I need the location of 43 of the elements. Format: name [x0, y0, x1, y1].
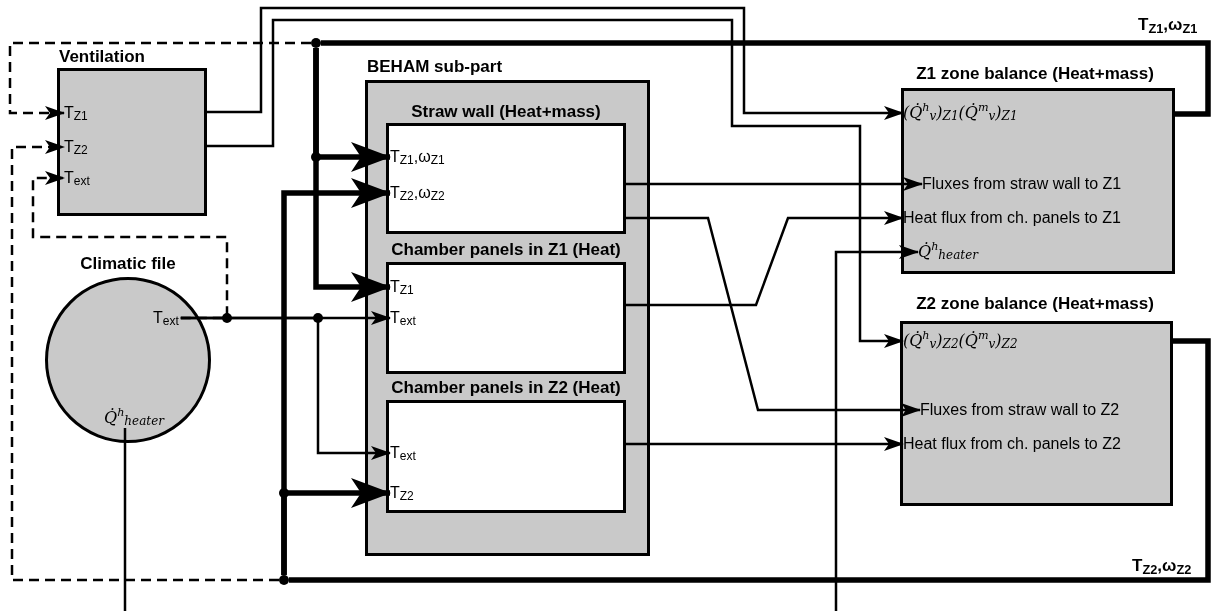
- port-label: Heat flux from ch. panels to Z2: [903, 434, 1121, 454]
- arrow: [313, 48, 391, 302]
- junction-dot: [311, 38, 321, 48]
- port-label: T$_{Z2}$: [64, 137, 88, 157]
- block-title: BEHAM sub-part: [367, 57, 503, 77]
- arrow: [281, 478, 391, 575]
- block-title: Z1 zone balance (Heat+mass): [916, 64, 1154, 84]
- port-label: T$_{ext}$: [390, 443, 416, 463]
- junction-dot: [279, 575, 289, 585]
- connector-line: [123, 428, 127, 611]
- arrow: [207, 6, 904, 120]
- block-title: Climatic file: [80, 254, 176, 274]
- edge-label: T$_{Z1}$,ω$_{Z1}$: [1136, 15, 1200, 35]
- port-label: T$_{Z1}$: [64, 103, 88, 123]
- port-label: T$_{Z1}$,ω$_{Z1}$: [390, 147, 445, 167]
- arrow: [180, 316, 391, 460]
- formula-label: (Q̇$^{h}$$_{v}$)$_{Z1}$(Q̇$^{m}$$_{v}$)$_{Z1}$: [903, 103, 1018, 123]
- block-title: Ventilation: [59, 47, 145, 67]
- block-title: Straw wall (Heat+mass): [411, 102, 601, 122]
- dashed-arrow: [8, 41, 311, 120]
- port-label: T$_{Z1}$: [390, 277, 414, 297]
- arrow: [626, 177, 923, 191]
- arrow: [626, 437, 904, 451]
- port-label: T$_{ext}$: [153, 308, 179, 328]
- port-label: Fluxes from straw wall to Z1: [922, 174, 1122, 194]
- arrow: [626, 211, 904, 307]
- block-title: Z2 zone balance (Heat+mass): [916, 294, 1154, 314]
- dashed-arrow: [10, 140, 279, 582]
- arrow: [626, 216, 921, 417]
- block-title: Chamber panels in Z1 (Heat): [391, 240, 621, 260]
- port-label: T$_{Z2}$,ω$_{Z2}$: [390, 183, 445, 203]
- edge-label: T$_{Z2}$,ω$_{Z2}$: [1130, 556, 1194, 576]
- arrow: [207, 18, 904, 348]
- port-label: T$_{ext}$: [390, 308, 416, 328]
- port-label: Fluxes from straw wall to Z2: [920, 400, 1120, 420]
- connector-line: [321, 40, 1211, 117]
- connector-line: [289, 338, 1211, 583]
- port-label: T$_{Z2}$: [390, 483, 414, 503]
- port-label: Heat flux from ch. panels to Z1: [903, 208, 1121, 228]
- arrow: [834, 245, 919, 611]
- formula-label: (Q̇$^{h}$$_{v}$)$_{Z2}$(Q̇$^{m}$$_{v}$)$_{Z2}$: [903, 331, 1018, 351]
- block-title: Chamber panels in Z2 (Heat): [391, 378, 621, 398]
- port-label: T$_{ext}$: [64, 168, 90, 188]
